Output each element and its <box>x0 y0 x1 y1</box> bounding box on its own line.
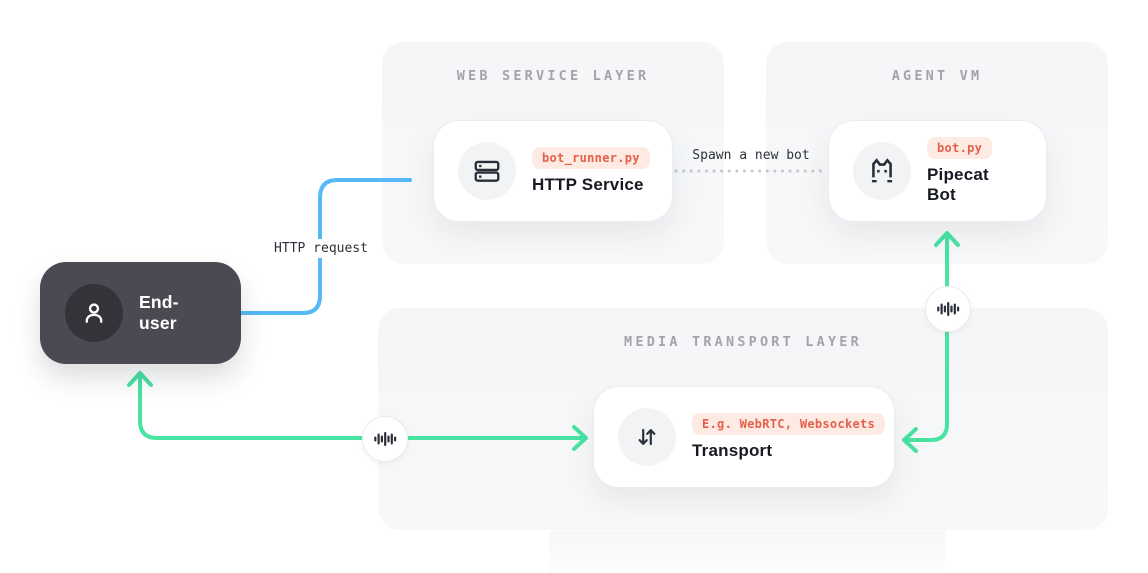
audio-waveform-icon <box>362 416 408 462</box>
arrowhead-up-icon <box>127 371 153 387</box>
panel-title-agent-vm: AGENT VM <box>891 68 983 84</box>
transport-title: Transport <box>692 441 773 460</box>
pipecat-bot-badge: bot.py <box>927 137 993 159</box>
pipecat-bot-title: Pipecat Bot <box>927 165 989 204</box>
below-fold-section-hint <box>549 531 945 573</box>
transport-badge: E.g. WebRTC, Websockets <box>692 413 886 435</box>
node-pipecat-bot: bot.py Pipecat Bot <box>828 120 1047 222</box>
spawn-bot-label: Spawn a new bot <box>692 148 810 163</box>
http-service-title: HTTP Service <box>532 175 644 194</box>
node-end-user: End-user <box>40 262 241 364</box>
panel-title-media-transport-layer: MEDIA TRANSPORT LAYER <box>624 334 862 350</box>
panel-title-web-service-layer: WEB SERVICE LAYER <box>456 68 650 84</box>
server-icon <box>458 142 516 200</box>
node-http-service: bot_runner.py HTTP Service <box>433 120 673 222</box>
node-transport: E.g. WebRTC, Websockets Transport <box>593 386 895 488</box>
end-user-label: End-user <box>139 292 179 333</box>
transfer-arrows-icon <box>618 408 676 466</box>
http-request-label: HTTP request <box>268 239 374 258</box>
pipecat-cat-icon <box>853 142 911 200</box>
user-icon <box>65 284 123 342</box>
http-service-badge: bot_runner.py <box>532 147 650 169</box>
audio-waveform-icon <box>925 286 971 332</box>
